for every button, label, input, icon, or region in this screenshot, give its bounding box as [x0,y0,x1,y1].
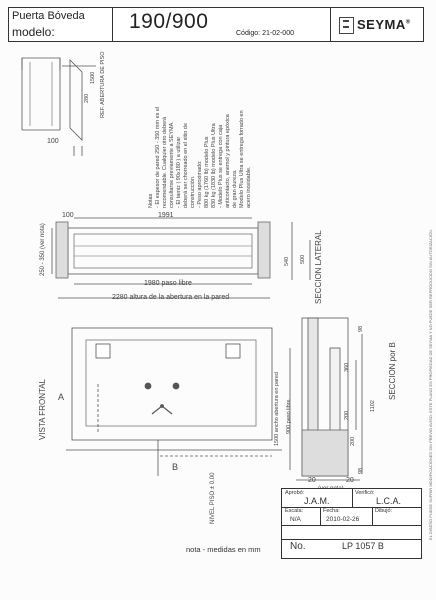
dim-200a-label: 200 [344,410,350,420]
wall-left-section [55,221,69,279]
notes-title: Notas [148,193,154,208]
nivel-piso-label: NIVEL PISO ± 0.00 [210,472,216,524]
note-line: deberá ser chorreado en el sitio de [183,123,189,208]
dim-1500-ancho-label: 1500 ancho abertura en pared [274,371,280,446]
brand-name: SEYMA® [357,17,411,32]
note-line: construcción. [190,175,196,208]
notes-block: Notas - El espesor de pared 250 - 350 mm… [148,68,253,208]
dim-98-label: 98 [358,325,364,332]
dibujo-label: Dibujó: [375,508,393,514]
dim-2280-label: 2280 altura de la abertura en la pared [112,294,230,301]
escala-value: N/A [290,516,301,523]
dim-1500-label: 1500 [90,71,96,84]
side-disclaimer: EL DISEÑO PUEDE SUFRIR MODIFICACIONES SI… [428,229,433,540]
dim-1991-label: 1991 [158,212,174,219]
seccion-b-label: SECCION por B [388,342,397,400]
product-name: Puerta Bóveda [12,10,85,22]
wall-right-section [257,221,271,279]
note-line: - El tamiz ( 90x180 ) a utilizar [176,136,182,208]
title-block: Aprobó: J.A.M. Verificó: L.C.A. Escala: … [281,488,422,559]
note-line: Modelo Plus Ultra se entrega forrado en [239,110,245,208]
footer-note: nota - medidas en mm [186,545,261,554]
note-line: acero inoxidable. [246,166,252,208]
header-model-cell: 190/900 Código: 21-02-000 [113,8,331,41]
seccion-lateral-label: SECCION LATERAL [314,230,323,304]
model-label: modelo: [12,25,55,39]
verifico-value: L.C.A. [376,496,402,506]
dim-1980-label: 1980 paso libre [144,280,192,287]
note-line: recomendable. Cualquier otro deberá [162,116,168,208]
header-brand-cell: SEYMA® [331,8,423,41]
note-line: - Peso aproximado: [197,160,203,208]
floor-opening-side [69,59,83,141]
dim-100-side-label: 100 [47,138,59,145]
drawing-number: LP 1057 B [342,541,384,551]
dim-100-label: 100 [62,212,74,219]
seyma-logo-icon [339,17,354,34]
header-box: Puerta Bóveda modelo: 190/900 Código: 21… [8,7,424,42]
ref-abertura-label: REF. ABERTURA DE PISO [100,51,106,118]
fecha-label: Fecha: [323,508,340,514]
note-line: 830 kg (1830 lb) modelo Plus Ultra [211,123,217,208]
aprobo-label: Aprobó: [285,490,305,496]
dim-360-label: 360 [344,362,350,372]
note-line: de gran dureza. [232,169,238,208]
verifico-label: Verificó: [355,490,375,496]
dim-20a-label: 20 [308,477,316,484]
note-line: 800 kg (1760 lb) modelo Plus [204,136,210,208]
dim-500-label: 500 [300,254,306,264]
dim-280-label: 280 [84,93,90,103]
note-line: - Modelo Plus se entrega con caja [218,124,224,208]
note-line: anticontacto, anemol y pintura epóxica [225,114,231,208]
note-line: - El espesor de pared 250 - 350 mm es el [155,106,161,208]
drawing-no-label: No. [290,541,306,552]
door-top-view [67,227,259,275]
aprobo-value: J.A.M. [304,496,330,506]
floor-opening-top [21,57,61,70]
dim-1102-label: 1102 [370,400,376,412]
escala-label: Escala: [285,508,304,514]
dim-900-label: 900 paso libre [286,399,292,434]
dim-540-label: 540 [284,256,290,266]
dim-98b-label: 98 [358,467,364,474]
door-front-view [71,327,273,441]
dim-20b-label: 20 [346,477,354,484]
note-line: consultarse previamente a SEYMA. [169,121,175,208]
dim-200b-label: 200 [350,436,356,446]
header-product-cell: Puerta Bóveda modelo: [9,8,113,41]
product-code: Código: 21-02-000 [236,30,294,37]
fecha-value: 2010-02-26 [326,516,360,523]
model-number: 190/900 [129,10,209,33]
floor-opening-outline [21,58,61,131]
vista-frontal-label: VISTA FRONTAL [38,378,47,440]
arrow-b-label: B [172,462,179,472]
dim-250-350-label: 250 - 350 (ver nota) [40,223,46,276]
arrow-a-label: A [58,392,65,402]
